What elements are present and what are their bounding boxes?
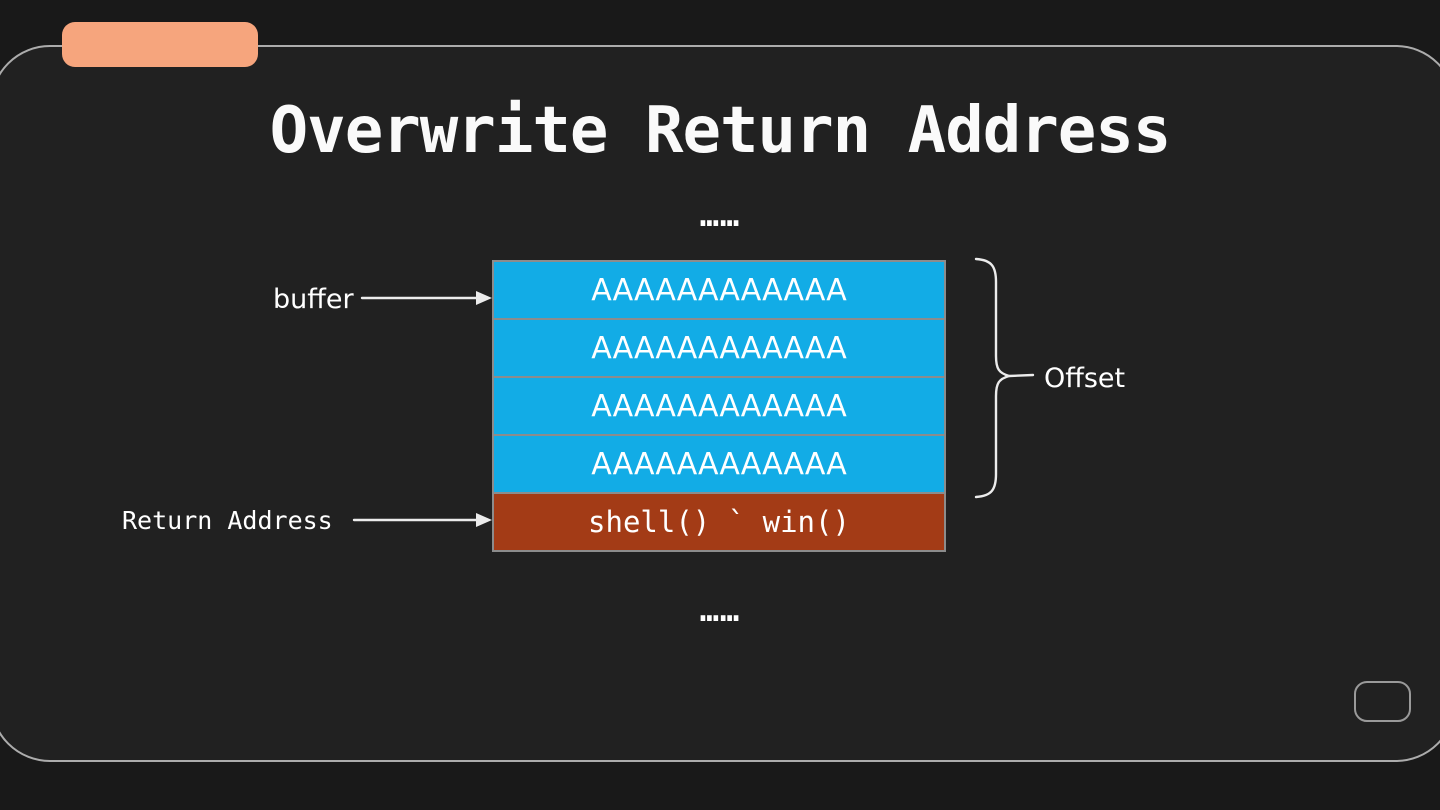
accent-tab — [62, 22, 258, 67]
stack-row-buffer: AAAAAAAAAAAA — [494, 318, 944, 376]
stack-row-buffer: AAAAAAAAAAAA — [494, 262, 944, 318]
offset-label: Offset — [1044, 363, 1126, 394]
ellipsis-top: …… — [699, 196, 741, 234]
stack-diagram: AAAAAAAAAAAA AAAAAAAAAAAA AAAAAAAAAAAA A… — [492, 260, 946, 552]
stack-row-buffer: AAAAAAAAAAAA — [494, 376, 944, 434]
buffer-label: buffer — [273, 284, 354, 315]
corner-chip — [1354, 681, 1411, 722]
page-title: Overwrite Return Address — [269, 94, 1172, 168]
stack-row-buffer: AAAAAAAAAAAA — [494, 434, 944, 492]
return-address-label: Return Address — [122, 506, 333, 535]
ellipsis-bottom: …… — [699, 591, 741, 629]
stack-row-return-address: shell() ` win() — [494, 492, 944, 550]
